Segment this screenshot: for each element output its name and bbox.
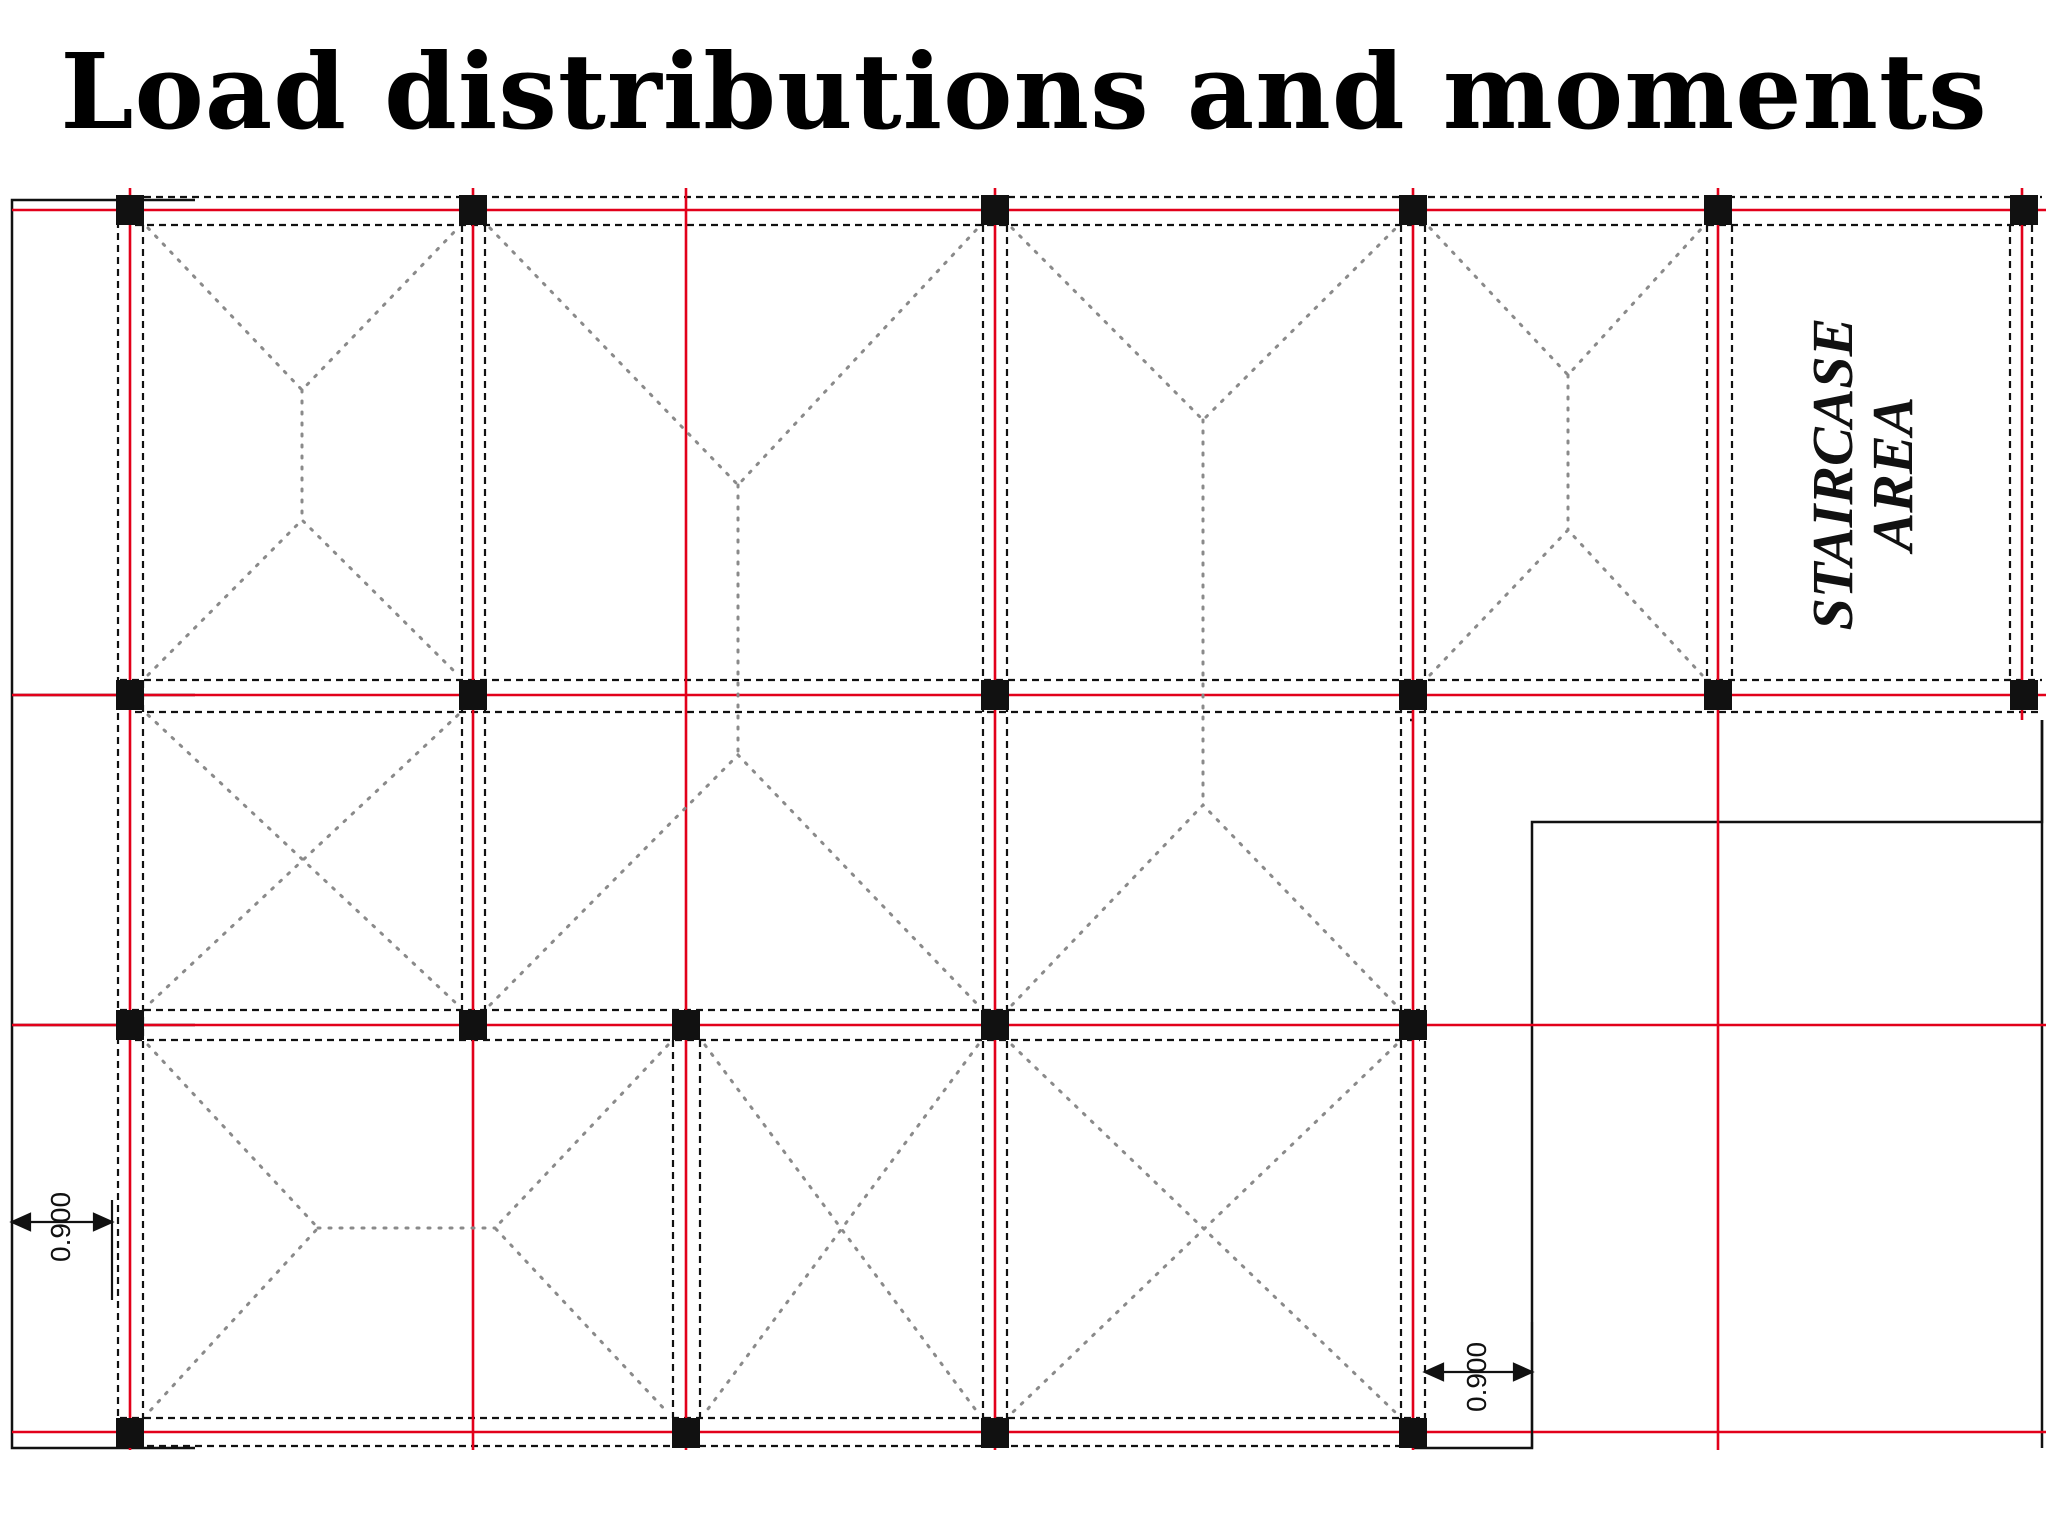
column xyxy=(1399,1418,1427,1448)
column xyxy=(672,1010,700,1040)
column xyxy=(1399,1010,1427,1040)
column xyxy=(116,680,144,710)
column xyxy=(459,1010,487,1040)
column xyxy=(981,680,1009,710)
column xyxy=(981,195,1009,225)
dimension-label-right: 0.900 xyxy=(1461,1342,1492,1412)
column xyxy=(2010,195,2038,225)
column xyxy=(1704,680,1732,710)
dimension-left xyxy=(9,1200,115,1300)
yield-lines xyxy=(146,226,1704,1415)
staircase-label-line1: STAIRCASE xyxy=(1800,318,1865,631)
column xyxy=(116,1010,144,1040)
dimension-label-left: 0.900 xyxy=(45,1192,76,1262)
column xyxy=(2010,680,2038,710)
column xyxy=(1704,195,1732,225)
column xyxy=(116,1418,144,1448)
slab-edge-lines xyxy=(10,198,2044,1450)
column xyxy=(116,195,144,225)
grid-lines xyxy=(12,188,2046,1450)
column xyxy=(981,1010,1009,1040)
column xyxy=(1399,195,1427,225)
columns xyxy=(116,195,2038,1448)
column xyxy=(981,1418,1009,1448)
column xyxy=(459,680,487,710)
column xyxy=(672,1418,700,1448)
column xyxy=(459,195,487,225)
column xyxy=(1399,680,1427,710)
page-title: Load distributions and moments xyxy=(60,30,1988,153)
dimension-right xyxy=(1422,1322,1535,1448)
staircase-label-line2: AREA xyxy=(1860,397,1925,555)
